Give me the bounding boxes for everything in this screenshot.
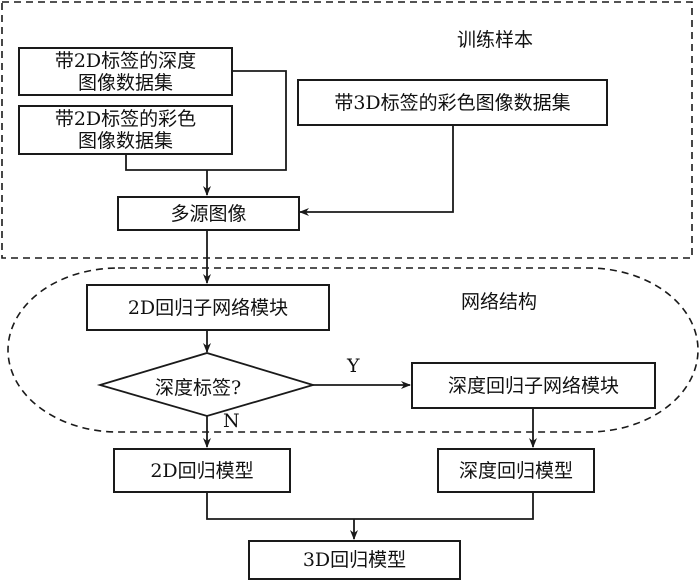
model-2d-node: 2D回归模型 [113,448,291,493]
depth-2d-dataset-node: 带2D标签的深度 图像数据集 [18,47,233,96]
edge-color2d-to-merge [125,154,207,171]
network-group-label: 网络结构 [461,291,538,313]
color-2d-dataset-line1: 带2D标签的彩色 [54,108,197,130]
training-group-label: 训练样本 [457,29,534,51]
model-3d-node: 3D回归模型 [248,540,461,580]
training-group-border [1,1,693,259]
color-2d-dataset-node: 带2D标签的彩色 图像数据集 [18,105,233,155]
network-group-border [7,267,699,433]
depth-2d-dataset-line2: 图像数据集 [77,71,173,94]
color-2d-dataset-line2: 图像数据集 [77,130,173,152]
model-depth-node: 深度回归模型 [437,448,595,493]
decision-diamond [96,352,317,417]
decision-label: 深度标签? [155,377,242,399]
edge-model2d-to-merge [206,492,534,520]
yes-edge-label: Y [347,355,360,377]
edge-color3d-to-multisource [299,125,454,216]
no-edge-label: N [223,410,240,432]
multi-source-image-node: 多源图像 [117,196,300,231]
depth-2d-dataset-line1: 带2D标签的深度 [54,49,197,72]
sub-network-depth-node: 深度回归子网络模块 [411,362,656,409]
edge-depth2d-to-merge [207,70,287,171]
color-3d-dataset-node: 带3D标签的彩色图像数据集 [297,79,608,126]
sub-network-2d-node: 2D回归子网络模块 [86,284,330,331]
